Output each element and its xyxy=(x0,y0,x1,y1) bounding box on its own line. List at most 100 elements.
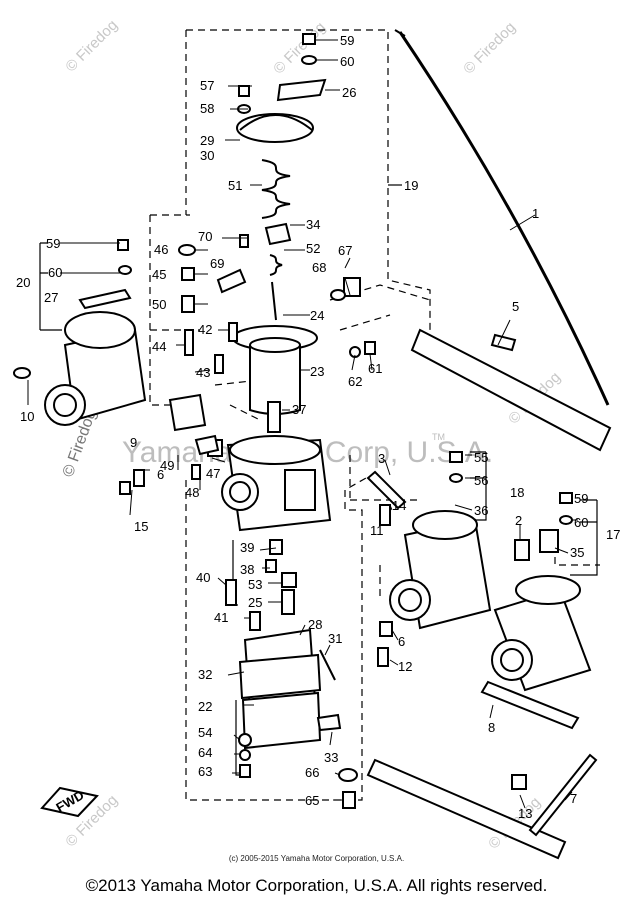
screw-59-right xyxy=(559,492,573,504)
part-label-59: 59 xyxy=(46,236,60,251)
part-label-24: 24 xyxy=(310,308,324,323)
part-label-11: 11 xyxy=(370,523,384,538)
washer-60-left xyxy=(118,265,132,275)
screw-57 xyxy=(238,85,250,97)
watermark-tm: TM xyxy=(432,432,445,442)
fitting-2 xyxy=(514,539,530,561)
bracket-26 xyxy=(276,78,327,102)
part-label-17: 17 xyxy=(606,527,620,542)
fwd-direction-arrow: FWD xyxy=(40,786,99,818)
throttle-cable xyxy=(394,29,610,406)
part-label-35: 35 xyxy=(570,545,584,560)
part-label-30: 30 xyxy=(200,148,214,163)
part-label-68: 68 xyxy=(312,260,326,275)
part-label-2: 2 xyxy=(515,513,522,528)
leader-lines xyxy=(27,39,580,809)
watermark-top-center: © Firedog xyxy=(270,19,329,78)
washer-60-right xyxy=(559,515,573,525)
linkage-bar-8 xyxy=(480,680,580,730)
spring-13 xyxy=(511,774,527,790)
screw-61 xyxy=(364,341,376,355)
part-label-37: 37 xyxy=(292,402,306,417)
spring-52 xyxy=(269,254,283,276)
bracket-17 xyxy=(570,499,598,576)
part-label-69: 69 xyxy=(210,256,224,271)
jet-37 xyxy=(267,401,281,433)
part-label-28: 28 xyxy=(308,617,322,632)
part-label-48: 48 xyxy=(185,485,199,500)
screw-59 xyxy=(302,33,316,45)
part-label-58: 58 xyxy=(200,101,214,116)
part-label-7: 7 xyxy=(570,791,577,806)
part-label-60: 60 xyxy=(574,515,588,530)
group-18-boundary xyxy=(349,455,420,501)
part-label-31: 31 xyxy=(328,631,342,646)
part-label-61: 61 xyxy=(368,361,382,376)
spring-50 xyxy=(181,295,195,313)
washer-53 xyxy=(281,572,297,588)
carb-18-cap xyxy=(412,510,478,540)
screw-15 xyxy=(119,481,131,495)
part-label-41: 41 xyxy=(214,610,228,625)
part-label-22: 22 xyxy=(198,699,212,714)
copyright-small: (c) 2005-2015 Yamaha Motor Corporation, … xyxy=(228,854,405,863)
group-boundaries xyxy=(149,29,600,801)
washer-66 xyxy=(338,768,358,782)
part-label-32: 32 xyxy=(198,667,212,682)
part-label-60: 60 xyxy=(340,54,354,69)
part-label-40: 40 xyxy=(196,570,210,585)
needle-holder-34 xyxy=(264,222,292,246)
right-carburetors xyxy=(330,277,598,837)
part-label-44: 44 xyxy=(152,339,166,354)
bracket-20 xyxy=(39,242,62,331)
screw-14 xyxy=(379,504,391,526)
part-label-29: 29 xyxy=(200,133,214,148)
part-label-56: 56 xyxy=(474,473,488,488)
screw-6-right xyxy=(379,621,393,637)
plug-46 xyxy=(178,244,196,256)
part-label-55: 55 xyxy=(474,450,488,465)
part-label-19: 19 xyxy=(404,178,418,193)
part-43 xyxy=(214,354,224,374)
part-label-53: 53 xyxy=(248,577,262,592)
needle-24 xyxy=(271,281,277,321)
screw-59-left xyxy=(117,239,129,251)
center-carburetor xyxy=(207,435,332,532)
washer-39 xyxy=(269,539,283,555)
float-bowl-22 xyxy=(241,691,322,750)
washer-64 xyxy=(239,749,251,761)
group-19-boundary xyxy=(185,29,431,801)
bottom-rail-plate xyxy=(366,758,567,860)
part-label-49: 49 xyxy=(160,458,174,473)
part-label-59: 59 xyxy=(574,491,588,506)
part-label-54: 54 xyxy=(198,725,212,740)
part-label-50: 50 xyxy=(152,297,166,312)
part-label-9: 9 xyxy=(130,435,137,450)
pin-31 xyxy=(319,649,336,681)
float-bowl-assembly xyxy=(225,539,358,809)
part-label-60: 60 xyxy=(48,265,62,280)
part-label-67: 67 xyxy=(338,243,352,258)
part-label-13: 13 xyxy=(518,806,532,821)
screw-48 xyxy=(191,464,201,480)
spring-51 xyxy=(261,159,291,219)
center-carb-side xyxy=(284,469,316,511)
top-cap-assembly xyxy=(232,33,327,433)
part-label-57: 57 xyxy=(200,78,214,93)
part-label-70: 70 xyxy=(198,229,212,244)
lever-69 xyxy=(216,268,247,294)
part-label-52: 52 xyxy=(306,241,320,256)
screw-41 xyxy=(249,611,261,631)
cap-10 xyxy=(13,367,31,379)
part-label-6: 6 xyxy=(398,634,405,649)
part-label-51: 51 xyxy=(228,178,242,193)
part-label-43: 43 xyxy=(196,365,210,380)
nut-45 xyxy=(181,267,195,281)
gasket-32 xyxy=(238,653,322,700)
left-carburetor xyxy=(13,234,249,495)
throttle-shaft-7 xyxy=(528,753,598,837)
screw-55 xyxy=(449,451,463,463)
link-9 xyxy=(168,393,207,432)
part-label-5: 5 xyxy=(512,299,519,314)
